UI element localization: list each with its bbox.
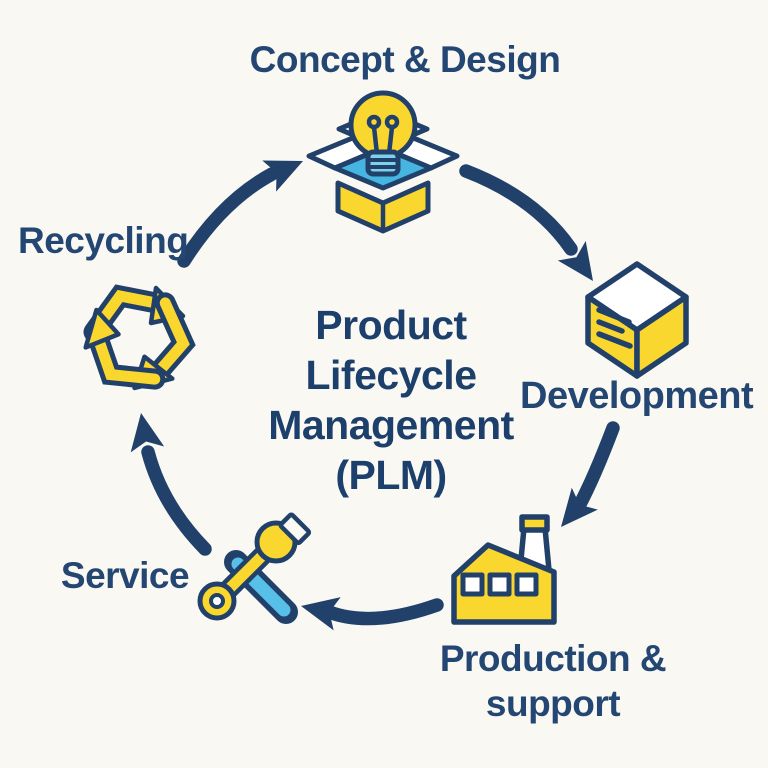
factory-windows: [460, 572, 539, 597]
lightbulb-in-open-box-icon: [306, 90, 460, 234]
stage-label-concept-design: Concept & Design: [249, 39, 561, 80]
arrow-service-to-recycling: [130, 413, 212, 556]
stage-label-production-line2: support: [485, 683, 621, 724]
center-title-line2: Lifecycle: [305, 352, 478, 398]
recycle-arrow-3: [83, 307, 166, 390]
arrow-production-to-service: [301, 597, 444, 631]
arrow-concept-to-development: [459, 164, 593, 281]
arrow-development-to-production: [561, 421, 620, 527]
center-title-line3: Management: [268, 402, 514, 448]
center-title-line1: Product: [315, 302, 467, 348]
cube-right-face: [634, 294, 689, 379]
wrench-body: [197, 512, 312, 621]
stage-label-recycling: Recycling: [18, 220, 189, 261]
box-front: [335, 180, 431, 234]
factory-icon: [451, 514, 557, 625]
cube-icon: [585, 261, 689, 379]
center-title: Product Lifecycle Management (PLM): [231, 300, 551, 500]
stage-label-production-support: Production & support: [428, 636, 678, 726]
center-title-line4: (PLM): [335, 452, 447, 498]
recycle-icon: [83, 284, 196, 391]
lightbulb: [348, 90, 418, 177]
stage-label-development: Development: [520, 375, 754, 417]
wrench-icon: [197, 512, 312, 624]
arrow-recycling-to-concept: [177, 160, 303, 268]
cube-text-lines: [596, 307, 633, 349]
stage-label-production-line1: Production &: [439, 638, 667, 679]
stage-label-service: Service: [60, 555, 190, 596]
